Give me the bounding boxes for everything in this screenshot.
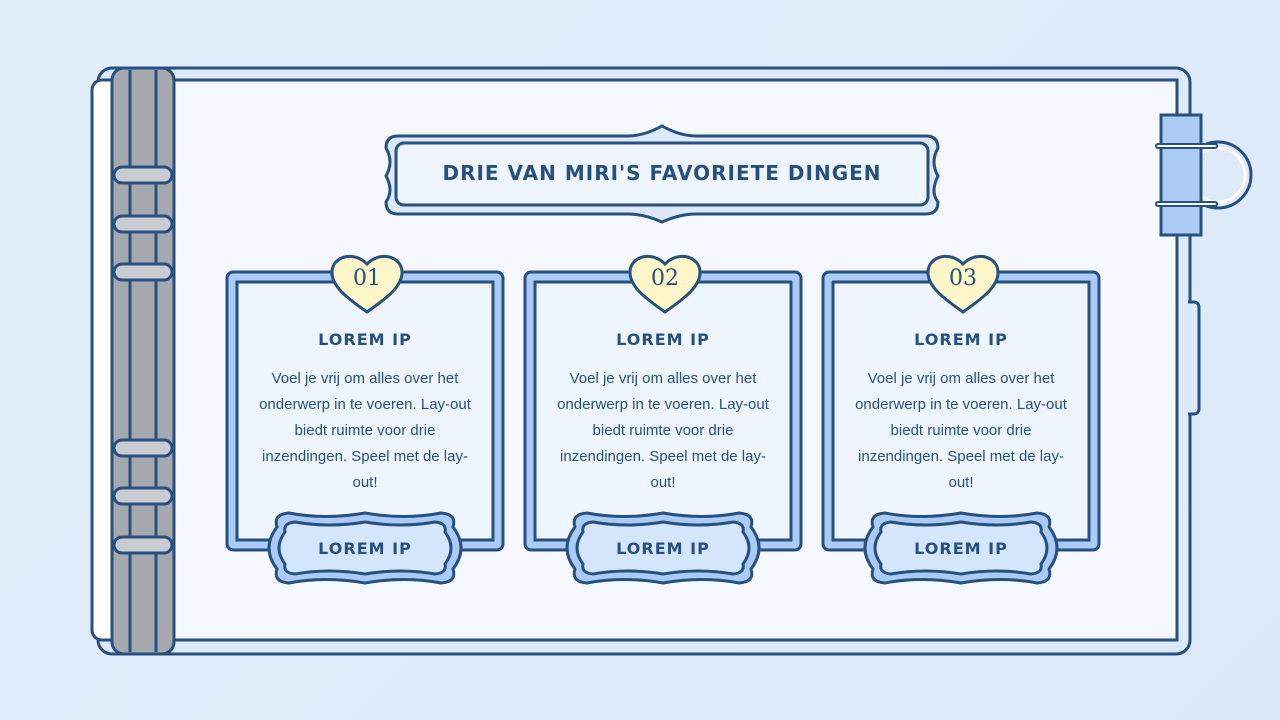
card-title: Lorem ip — [616, 330, 710, 349]
card-body-text: Voel je vrij om alles over het onderwerp… — [855, 370, 1067, 491]
card-number: 02 — [651, 265, 679, 291]
heart-badge-icon — [330, 254, 404, 314]
card-title: Lorem ip — [914, 330, 1008, 349]
card-frame — [821, 270, 1101, 585]
binder-ring — [112, 262, 174, 282]
card-frame — [523, 270, 803, 585]
binder-ring — [112, 535, 174, 555]
heart-badge-icon — [628, 254, 702, 314]
binder-ring — [112, 165, 174, 185]
card-button[interactable]: Lorem ip — [616, 538, 710, 558]
title-banner — [384, 124, 940, 224]
binder-ring — [112, 214, 174, 234]
card-number: 03 — [949, 265, 977, 291]
page-title: Drie van Miri's favoriete dingen — [442, 161, 882, 185]
page-side-tab — [1188, 300, 1201, 416]
card-title: Lorem ip — [318, 330, 412, 349]
binder-clip-icon — [1155, 113, 1253, 237]
binder-ring — [112, 438, 174, 458]
card-number: 01 — [353, 265, 381, 291]
heart-badge-icon — [926, 254, 1000, 314]
binder-ring — [112, 486, 174, 506]
card-button[interactable]: Lorem ip — [914, 538, 1008, 558]
card-body-text: Voel je vrij om alles over het onderwerp… — [557, 370, 769, 491]
card-frame — [225, 270, 505, 585]
card-button[interactable]: Lorem ip — [318, 538, 412, 558]
binder-spine — [110, 66, 176, 656]
binder-rings — [112, 165, 174, 555]
card-body-text: Voel je vrij om alles over het onderwerp… — [259, 370, 471, 491]
